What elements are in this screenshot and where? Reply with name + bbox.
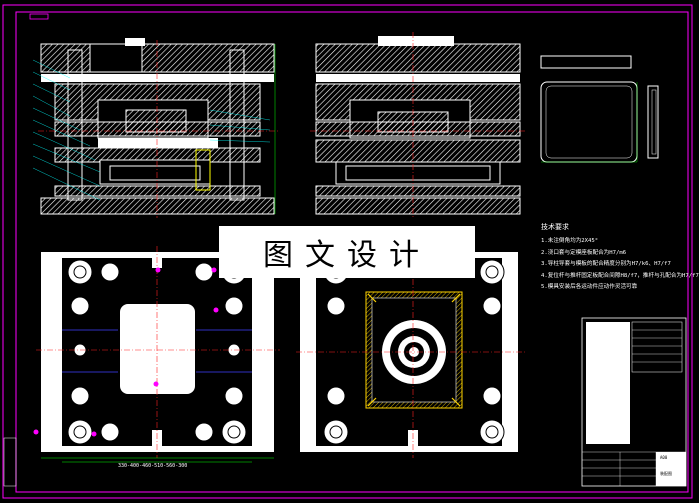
- watermark-logo: 图文设计: [219, 226, 475, 278]
- notes-title: 技术要求: [541, 223, 569, 231]
- front-section-view: [38, 38, 278, 218]
- fixed-half-plan-view: [296, 246, 526, 458]
- technical-requirements: 技术要求 1.未注倒角均为2X45° 2.浇口套与定模座板配合为H7/m6 3.…: [541, 222, 699, 294]
- moving-half-plan-view: [33, 246, 280, 463]
- side-section-view: [310, 32, 526, 218]
- dimension-text: 330-400-460-510-560-300: [118, 463, 188, 469]
- product-side-view: [647, 85, 659, 159]
- corner-mark: [29, 13, 49, 20]
- note-item: 5.模具安装后各运动件应动作灵活可靠: [541, 284, 638, 291]
- title-block-name: 装配图: [660, 471, 672, 476]
- product-top-view: [540, 81, 638, 163]
- outer-frame: [2, 4, 693, 499]
- part-leaders-right: [209, 109, 271, 143]
- product-detail: [540, 55, 632, 69]
- title-block: [3, 317, 687, 487]
- note-item: 2.浇口套与定模座板配合为H7/m6: [541, 249, 627, 256]
- part-leaders-left: [32, 59, 101, 201]
- note-item: 1.未注倒角均为2X45°: [541, 238, 599, 244]
- note-item: 4.复位杆与推杆固定板配合间隙H8/f7，推杆与孔配合为H7/f7: [541, 272, 699, 279]
- note-item: 3.导柱导套与模板的配合精度分别为H7/k6、H7/f7: [541, 261, 671, 268]
- title-block-code: A00: [660, 455, 668, 460]
- inner-frame: [15, 11, 689, 493]
